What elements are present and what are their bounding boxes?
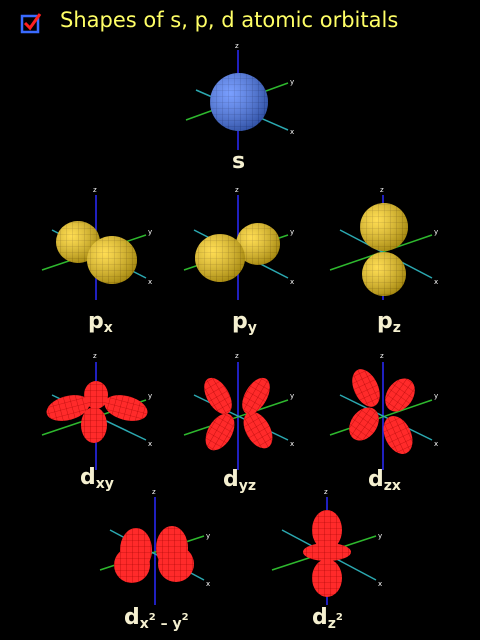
orbital-label-dyz: dyz	[223, 467, 256, 494]
axis-label-x: x	[290, 440, 294, 448]
orbital-label-px: px	[88, 309, 113, 336]
orbital-label-dxy: dxy	[80, 465, 114, 492]
axis-label-x: x	[148, 278, 152, 286]
lobe	[362, 252, 406, 296]
axis-label-x: x	[378, 580, 382, 588]
axis-label-y: y	[290, 392, 294, 400]
y-axis	[329, 399, 433, 436]
axis-label-y: y	[434, 392, 438, 400]
axis-label-z: z	[152, 488, 156, 496]
axis-label-z: z	[235, 42, 239, 50]
axis-label-z: z	[380, 186, 384, 194]
page-title: Shapes of s, p, d atomic orbitals	[60, 8, 399, 32]
lobe	[114, 547, 150, 583]
axis-label-z: z	[93, 352, 97, 360]
lobe	[46, 395, 90, 421]
axis-label-x: x	[148, 440, 152, 448]
lobe	[81, 407, 107, 443]
axis-label-z: z	[235, 186, 239, 194]
orbital-label-s: s	[232, 149, 245, 174]
torus	[303, 543, 351, 561]
lobe	[158, 546, 194, 582]
orbital-label-pz: pz	[377, 309, 401, 336]
axis-label-x: x	[434, 278, 438, 286]
axis-label-x: x	[434, 440, 438, 448]
orbital-label-py: py	[232, 309, 257, 336]
lobe	[205, 413, 235, 451]
lobe	[360, 203, 408, 251]
orbital-dx2-y2: z y x dx2 – y2	[99, 488, 210, 632]
lobe	[210, 73, 268, 131]
lobe	[352, 369, 380, 407]
orbital-py: z y x py	[183, 186, 294, 336]
lobe	[312, 510, 342, 550]
checkbox-checked-icon	[20, 13, 42, 34]
lobe	[104, 395, 148, 421]
axis-label-z: z	[380, 352, 384, 360]
lobe	[204, 377, 232, 415]
axis-label-x: x	[290, 278, 294, 286]
axis-label-y: y	[206, 532, 210, 540]
axis-label-y: y	[290, 78, 294, 86]
orbital-label-dz2: dz2	[312, 605, 343, 632]
lobe	[84, 381, 108, 409]
lobe	[383, 416, 413, 454]
axis-label-z: z	[235, 352, 239, 360]
lobe	[87, 236, 137, 284]
orbital-s: z y x s	[185, 42, 294, 174]
orbital-pz: z y x pz	[329, 186, 438, 336]
x-axis	[339, 394, 433, 441]
lobe	[242, 377, 270, 415]
orbital-dyz: z y x dyz	[183, 352, 294, 494]
lobe	[312, 559, 342, 597]
axis-label-y: y	[290, 228, 294, 236]
orbital-dxy: z y x dxy	[41, 352, 152, 492]
orbital-label-dzx: dzx	[368, 467, 401, 494]
lobe	[195, 234, 245, 282]
axis-label-y: y	[378, 532, 382, 540]
y-axis	[183, 399, 289, 436]
orbital-label-dx2-y2: dx2 – y2	[124, 605, 189, 632]
lobe	[385, 378, 415, 412]
axis-label-x: x	[206, 580, 210, 588]
lobe	[243, 411, 273, 449]
axis-label-x: x	[290, 128, 294, 136]
orbital-dz2: z y x dz2	[271, 488, 382, 632]
axis-label-z: z	[324, 488, 328, 496]
axis-label-z: z	[93, 186, 97, 194]
axis-label-y: y	[148, 392, 152, 400]
lobe	[349, 407, 379, 441]
lobe	[236, 223, 280, 265]
orbital-dzx: z y x dzx	[329, 352, 438, 494]
orbital-px: z y x px	[41, 186, 152, 336]
axis-label-y: y	[148, 228, 152, 236]
axis-label-y: y	[434, 228, 438, 236]
